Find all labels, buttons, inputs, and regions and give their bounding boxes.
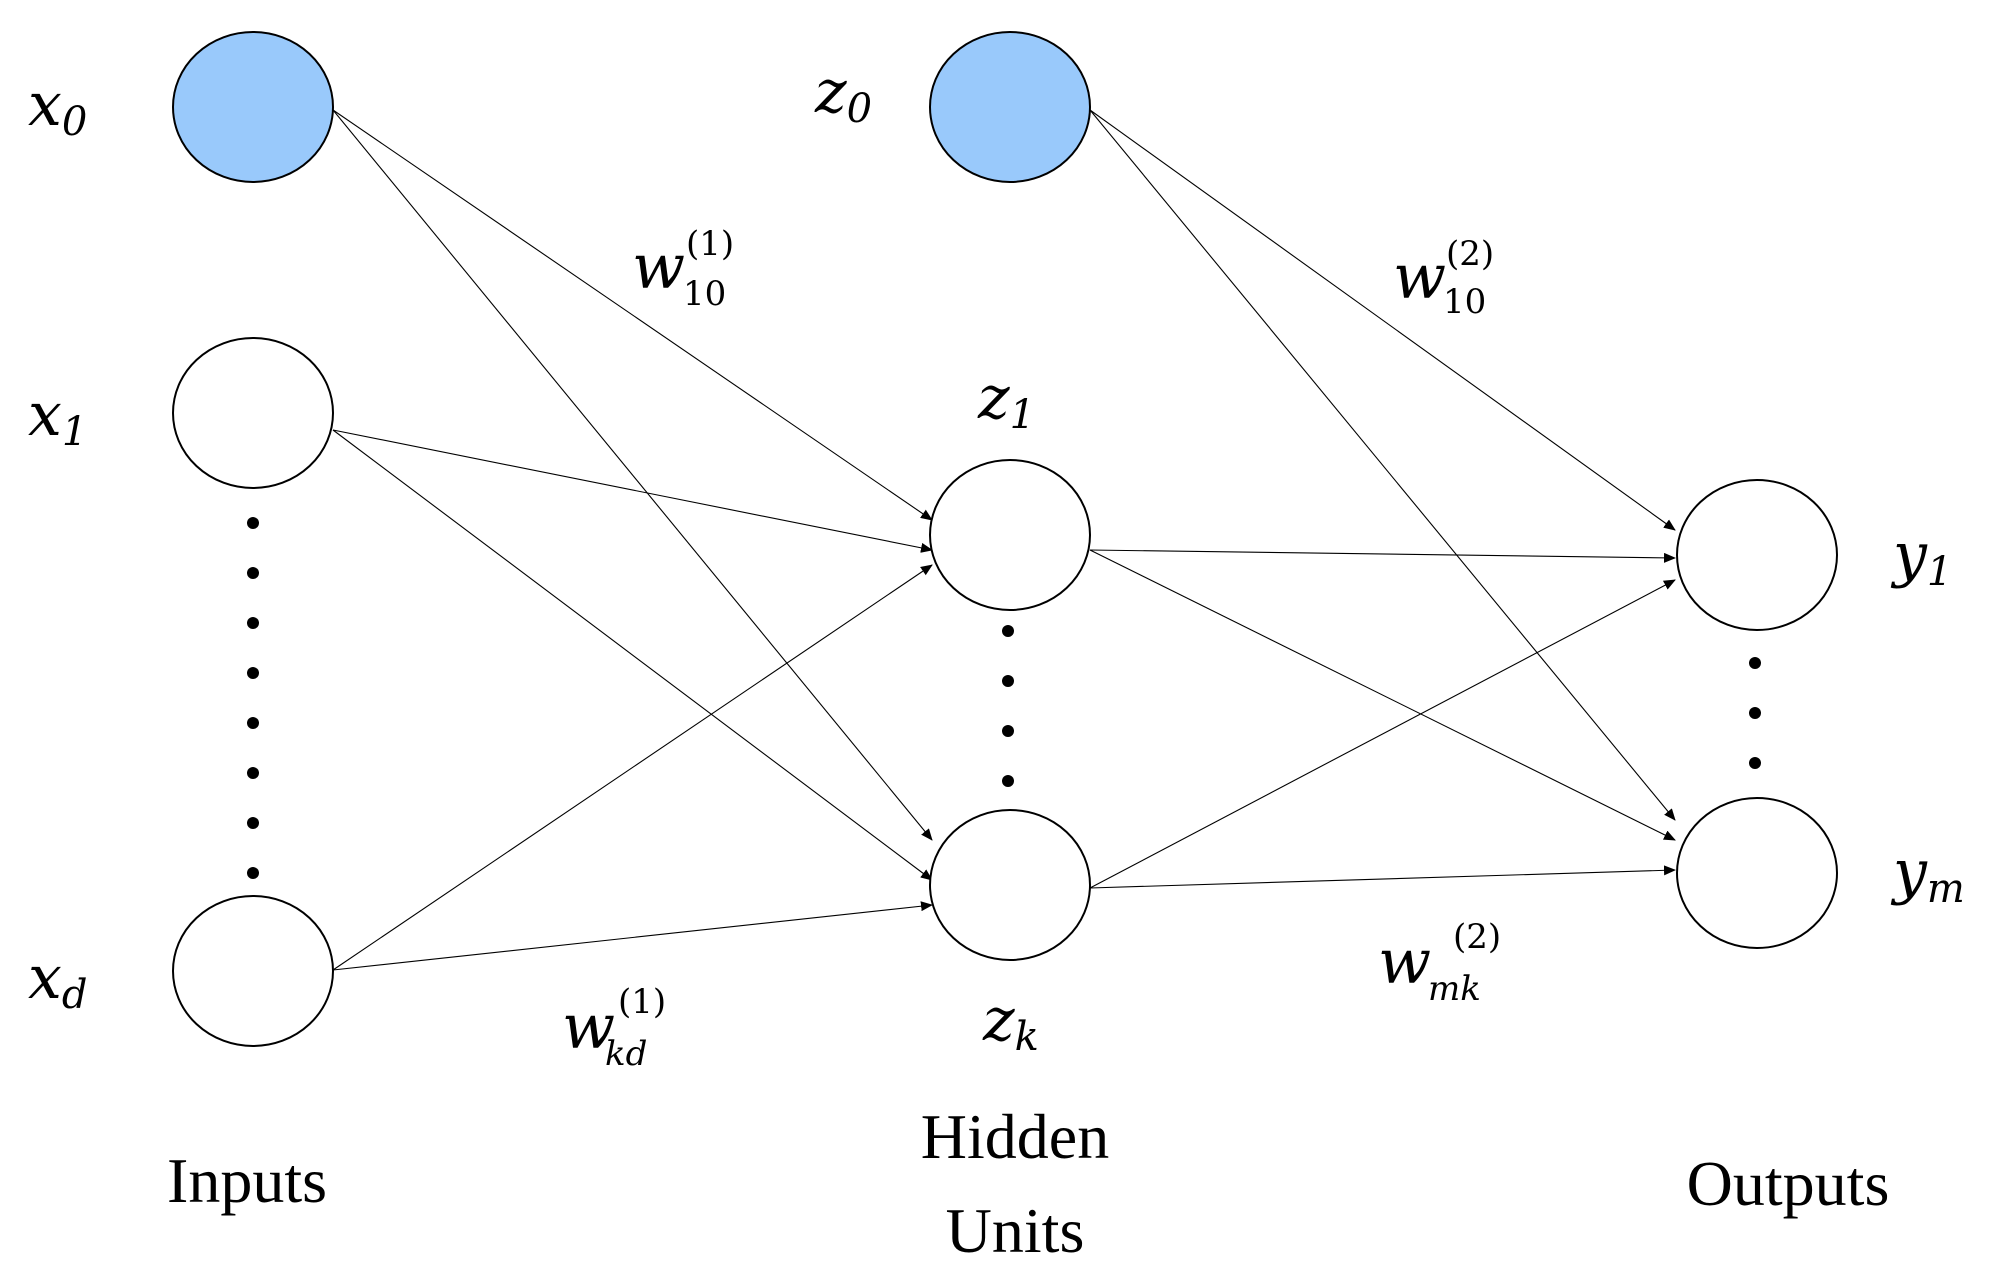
group-labels: Inputs Hidden Units Outputs <box>167 1101 1889 1266</box>
output-node-ym <box>1676 797 1838 949</box>
weight-label-w10-2: w (2) 10 <box>1393 234 1494 322</box>
svg-text:(2): (2) <box>1453 917 1501 957</box>
hidden-layer <box>929 31 1091 961</box>
edge-z1-ym <box>1089 549 1676 841</box>
ellipsis-dot <box>247 567 259 579</box>
edge-zk-y1 <box>1089 579 1676 889</box>
edge-x1-z1 <box>332 429 933 553</box>
input-layer <box>172 31 334 1047</box>
ellipsis-dot <box>247 767 259 779</box>
edge-z0-ym <box>1089 109 1676 821</box>
weight-labels: w (1) 10 w (1) kd w (2) 10 w (2) mk <box>562 224 1501 1074</box>
svg-text:(2): (2) <box>1446 234 1494 274</box>
ellipsis-dot <box>247 517 259 529</box>
svg-text:w: w <box>1378 925 1431 998</box>
ellipsis-dot <box>1002 725 1014 737</box>
svg-text:(1): (1) <box>618 982 666 1022</box>
edges-layer-2 <box>1089 109 1676 889</box>
edges-layer-1 <box>332 109 933 971</box>
bias-node-x0 <box>172 31 334 183</box>
input-node-xd <box>172 895 334 1047</box>
edge-xd-z1 <box>332 564 933 971</box>
edge-zk-ym <box>1089 865 1676 889</box>
ellipsis-dot <box>247 817 259 829</box>
edge-z1-y1 <box>1089 549 1676 563</box>
label-zk: zk <box>982 985 1039 1060</box>
ellipsis-dot <box>1749 657 1761 669</box>
ellipsis-dot <box>1749 757 1761 769</box>
group-label-inputs: Inputs <box>167 1145 327 1216</box>
ellipsis-dot <box>1002 625 1014 637</box>
weight-label-w10-1: w (1) 10 <box>632 224 734 314</box>
label-xd: xd <box>28 943 87 1018</box>
label-x0: x0 <box>28 70 87 145</box>
svg-text:(1): (1) <box>686 224 734 264</box>
output-layer <box>1676 479 1838 949</box>
label-y1: y1 <box>1890 520 1952 595</box>
svg-text:w: w <box>632 230 685 303</box>
group-label-units: Units <box>946 1195 1085 1266</box>
weight-label-wkd-1: w (1) kd <box>562 982 666 1074</box>
ellipsis-dot <box>1002 775 1014 787</box>
ellipsis-dot <box>247 617 259 629</box>
svg-text:w: w <box>562 990 615 1063</box>
hidden-node-zk <box>929 809 1091 961</box>
bias-node-z0 <box>929 31 1091 183</box>
output-node-y1 <box>1676 479 1838 631</box>
edge-x0-zk <box>332 109 933 841</box>
group-label-hidden: Hidden <box>921 1101 1109 1172</box>
ellipsis-dot <box>247 717 259 729</box>
svg-text:w: w <box>1393 240 1446 313</box>
svg-text:10: 10 <box>683 274 726 314</box>
edge-x0-z1 <box>332 109 933 521</box>
hidden-node-z1 <box>929 459 1091 611</box>
node-labels: x0 x1 xd z0 z1 zk y1 ym <box>28 57 1965 1060</box>
label-z1: z1 <box>977 363 1035 438</box>
label-x1: x1 <box>28 380 87 455</box>
ellipsis-dot <box>247 867 259 879</box>
label-z0: z0 <box>814 57 872 132</box>
group-label-outputs: Outputs <box>1687 1148 1890 1219</box>
weight-label-wmk-2: w (2) mk <box>1378 917 1501 1009</box>
input-node-x1 <box>172 337 334 489</box>
ellipsis-dot <box>247 667 259 679</box>
svg-text:kd: kd <box>605 1034 647 1074</box>
edge-x1-zk <box>332 429 933 881</box>
svg-text:mk: mk <box>1428 969 1481 1009</box>
label-ym: ym <box>1890 837 1965 912</box>
ellipsis-dot <box>1749 707 1761 719</box>
edge-xd-zk <box>332 901 933 971</box>
ellipsis-dot <box>1002 675 1014 687</box>
edge-z0-y1 <box>1089 109 1676 531</box>
svg-text:10: 10 <box>1443 282 1486 322</box>
